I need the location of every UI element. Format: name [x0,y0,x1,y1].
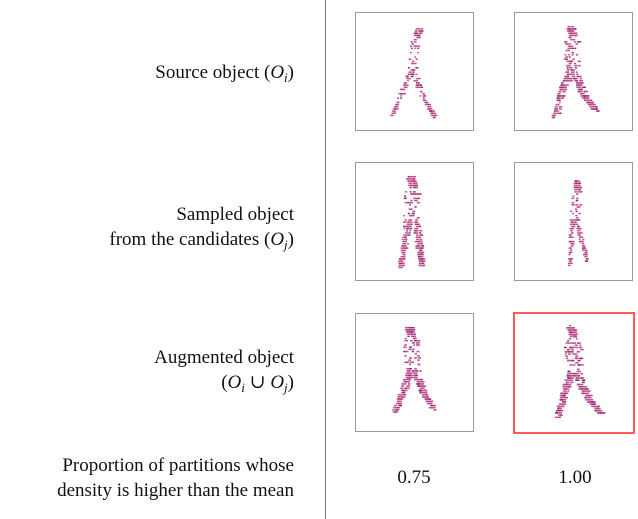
point-cloud-figure [554,324,606,419]
panel-augmented-1 [355,313,474,432]
row-label-proportion: Proportion of partitions whose density i… [57,453,294,503]
point-cloud-figure [551,25,600,119]
label-subscript: i [284,70,288,85]
panel-source-2 [514,12,633,131]
panel-sampled-2 [514,162,633,281]
label-text: from the candidates ( [109,229,271,250]
label-union: ∪ [244,372,271,393]
proportion-value-2: 1.00 [558,467,592,488]
label-subscript: i [241,380,245,395]
point-cloud-figure [567,180,589,267]
proportion-value-1: 0.75 [397,467,431,488]
point-cloud-figure [398,175,426,269]
label-line: (Oi ∪ Oj) [154,370,294,395]
label-subscript: j [284,380,288,395]
label-subscript: j [284,237,288,252]
point-cloud-figure [390,28,438,119]
label-symbol: O [270,62,285,83]
label-line: density is higher than the mean [57,480,294,501]
label-symbol: O [227,372,242,393]
label-symbol: O [270,372,285,393]
label-text: ( [221,372,228,393]
point-cloud-figure [392,326,437,413]
label-paren: ) [287,372,294,393]
label-symbol: O [270,229,285,250]
label-line: Sampled object [176,204,294,225]
column-divider [325,0,326,519]
panel-source-1 [355,12,474,131]
panel-augmented-2-highlighted [513,312,635,434]
row-label-source: Source object (Oi) [155,60,294,85]
label-line: Augmented object [154,347,294,368]
label-paren: ) [287,62,294,83]
row-label-sampled: Sampled object from the candidates (Oj) [109,202,294,252]
label-line: Proportion of partitions whose [62,455,294,476]
panel-sampled-1 [355,162,474,281]
label-line: from the candidates (Oj) [109,227,294,252]
row-label-augmented: Augmented object (Oi ∪ Oj) [154,345,294,395]
label-paren: ) [287,229,294,250]
label-text: Source object ( [155,62,271,83]
